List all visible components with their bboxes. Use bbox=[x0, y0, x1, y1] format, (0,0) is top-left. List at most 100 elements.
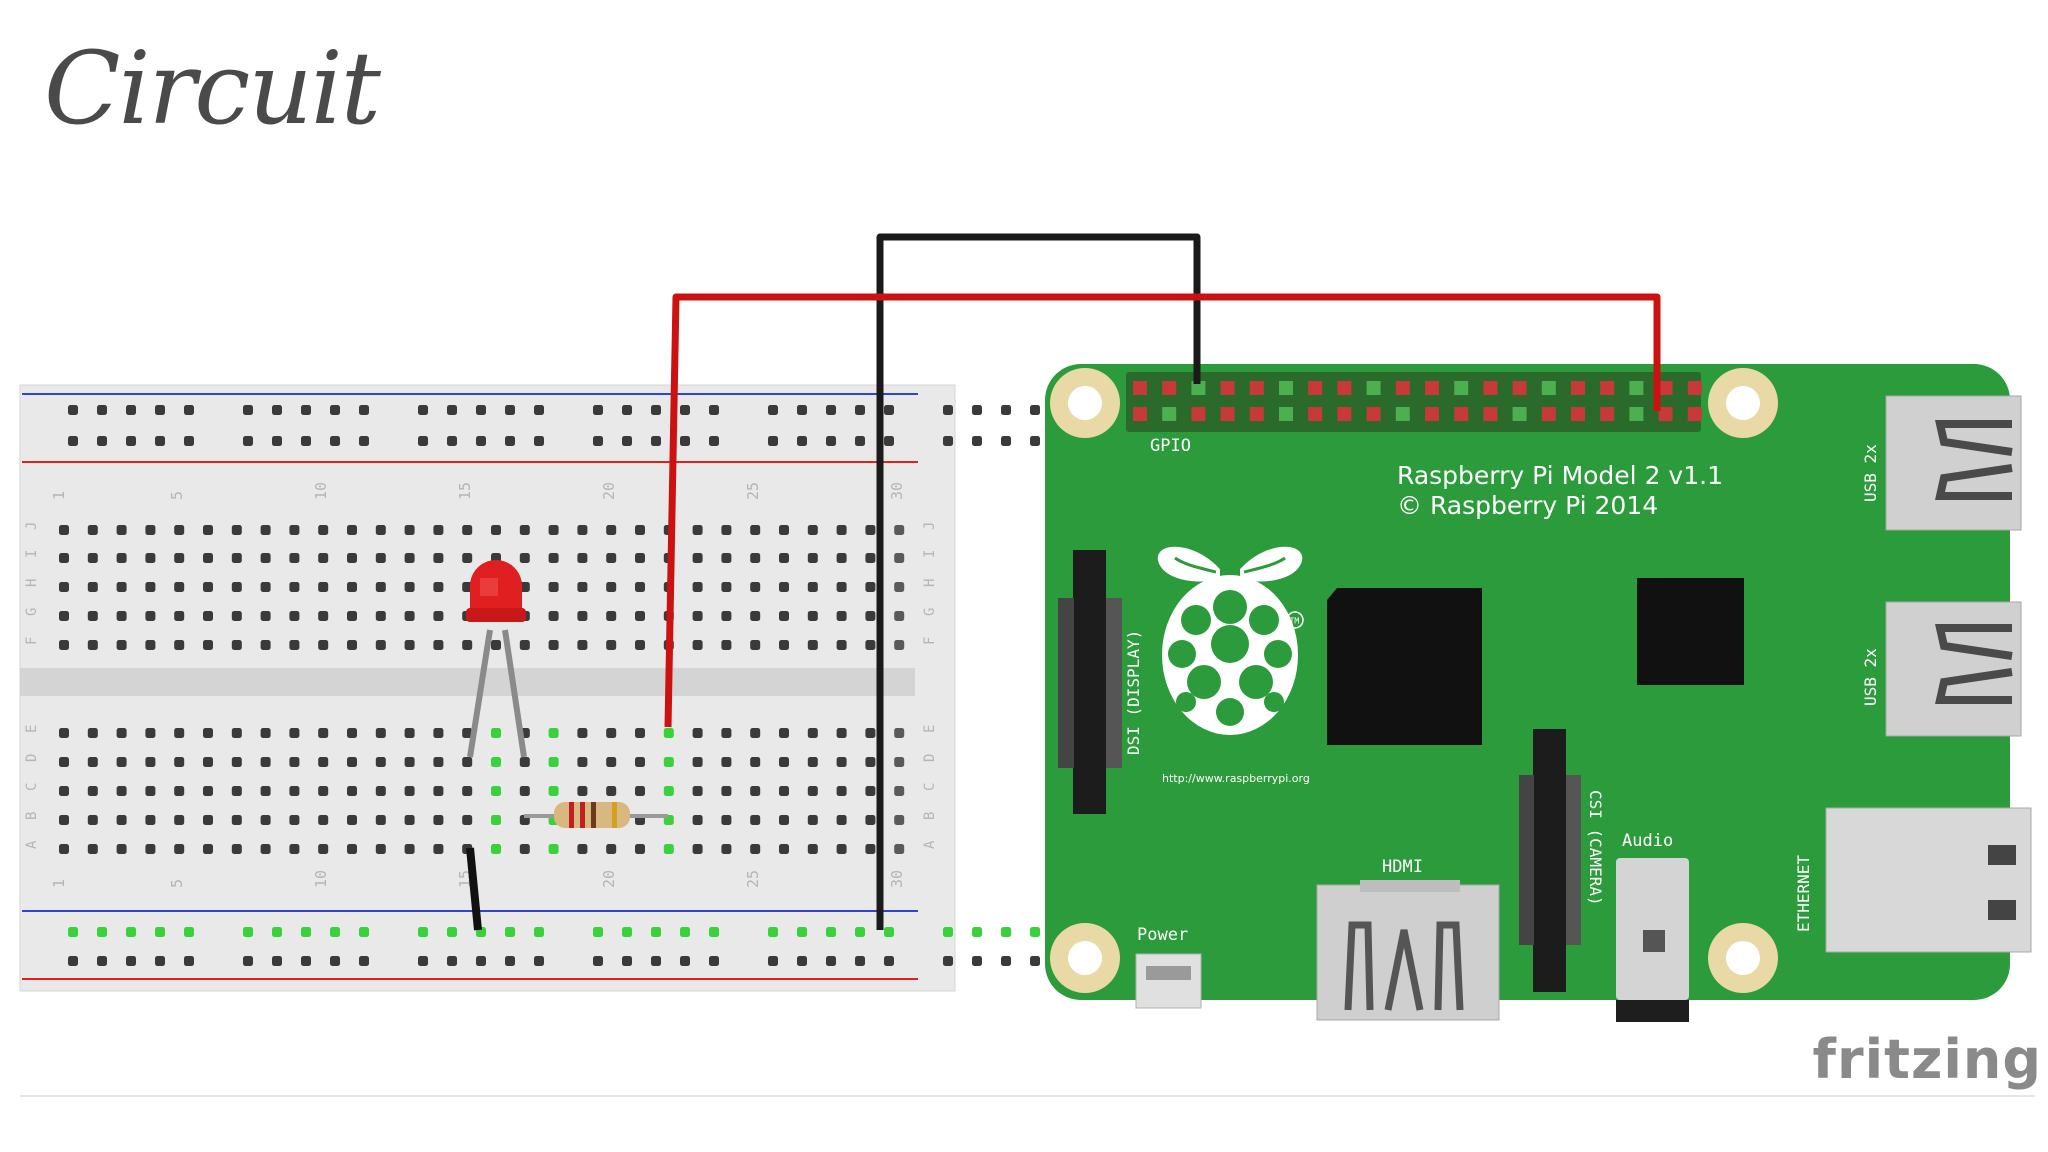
gpio-pin bbox=[1687, 381, 1702, 395]
usb-port-bottom bbox=[1885, 601, 2022, 737]
breadboard-hole bbox=[865, 728, 876, 738]
rail-hole bbox=[359, 956, 369, 966]
breadboard-hole bbox=[779, 844, 789, 854]
breadboard-hole bbox=[692, 525, 703, 535]
breadboard-hole bbox=[433, 815, 444, 825]
column-number-bottom-5: 5 bbox=[168, 879, 186, 888]
breadboard-hole bbox=[174, 553, 185, 563]
breadboard-hole bbox=[519, 786, 530, 796]
breadboard-hole bbox=[116, 582, 127, 592]
breadboard-hole bbox=[836, 757, 847, 767]
rail-hole bbox=[534, 436, 544, 446]
breadboard-hole bbox=[750, 582, 761, 592]
gpio-pin bbox=[1600, 407, 1615, 421]
breadboard-hole bbox=[836, 582, 847, 592]
breadboard-hole bbox=[836, 611, 847, 621]
rail-hole bbox=[447, 956, 457, 966]
breadboard-hole bbox=[289, 786, 300, 796]
power-label: Power bbox=[1137, 925, 1188, 945]
rail-hole bbox=[476, 405, 486, 415]
breadboard-hole bbox=[894, 728, 905, 738]
rail-hole bbox=[593, 436, 603, 446]
breadboard-hole bbox=[145, 582, 156, 592]
breadboard-hole bbox=[663, 786, 674, 796]
breadboard-hole bbox=[347, 553, 357, 563]
rail-hole bbox=[243, 956, 253, 966]
breadboard-hole bbox=[87, 815, 98, 825]
breadboard-hole bbox=[318, 640, 329, 650]
gpio-pin bbox=[1337, 381, 1352, 395]
breadboard-hole bbox=[116, 757, 127, 767]
row-letter-right-d: D bbox=[922, 754, 938, 762]
breadboard-hole bbox=[692, 611, 703, 621]
breadboard-hole bbox=[87, 728, 98, 738]
breadboard-hole bbox=[721, 582, 732, 592]
breadboard-hole bbox=[721, 844, 732, 854]
breadboard-hole bbox=[231, 553, 242, 563]
breadboard-hole bbox=[145, 786, 156, 796]
breadboard-hole bbox=[260, 786, 271, 796]
column-number-bottom-30: 30 bbox=[888, 870, 906, 888]
gpio-header bbox=[1126, 372, 1701, 432]
breadboard-hole bbox=[462, 786, 473, 796]
breadboard-hole bbox=[635, 728, 645, 738]
breadboard-hole bbox=[87, 786, 98, 796]
breadboard-hole bbox=[663, 728, 674, 738]
breadboard-hole bbox=[116, 525, 127, 535]
breadboard-hole bbox=[577, 553, 588, 563]
gpio-pin bbox=[1483, 407, 1498, 421]
rail-hole bbox=[476, 436, 486, 446]
breadboard-hole bbox=[519, 525, 530, 535]
rail-hole bbox=[68, 436, 78, 446]
rail-hole bbox=[943, 927, 953, 937]
breadboard-hole bbox=[318, 553, 329, 563]
breadboard-hole bbox=[807, 757, 818, 767]
gpio-pin bbox=[1162, 381, 1177, 395]
rail-hole bbox=[1030, 405, 1040, 415]
gpio-pin bbox=[1308, 381, 1323, 395]
rail-hole bbox=[1001, 436, 1011, 446]
breadboard-hole bbox=[433, 844, 444, 854]
breadboard-hole bbox=[318, 757, 329, 767]
rail-hole bbox=[826, 405, 836, 415]
rail-hole bbox=[301, 927, 311, 937]
breadboard-hole bbox=[750, 844, 761, 854]
trademark-icon bbox=[1286, 611, 1304, 629]
rail-hole bbox=[447, 436, 457, 446]
rail-hole bbox=[884, 436, 894, 446]
breadboard-hole bbox=[404, 844, 415, 854]
gpio-pin bbox=[1687, 407, 1702, 421]
breadboard-holes bbox=[59, 405, 1069, 966]
breadboard-hole bbox=[260, 844, 271, 854]
rail-hole bbox=[680, 956, 690, 966]
breadboard-hole bbox=[577, 844, 588, 854]
breadboard-hole bbox=[779, 525, 789, 535]
rail-hole bbox=[593, 956, 603, 966]
breadboard-hole bbox=[203, 815, 213, 825]
breadboard-hole bbox=[174, 844, 185, 854]
breadboard-hole bbox=[807, 786, 818, 796]
breadboard-hole bbox=[116, 844, 127, 854]
mounting-hole-top-left-center bbox=[1068, 386, 1102, 420]
rail-hole bbox=[534, 405, 544, 415]
breadboard-hole bbox=[721, 728, 732, 738]
breadboard-hole bbox=[635, 640, 645, 650]
rail-hole bbox=[97, 436, 107, 446]
breadboard-hole bbox=[548, 844, 559, 854]
breadboard-hole bbox=[894, 582, 905, 592]
rail-hole bbox=[155, 405, 165, 415]
breadboard-hole bbox=[260, 553, 271, 563]
breadboard-hole bbox=[231, 582, 242, 592]
gpio-pin bbox=[1366, 381, 1381, 395]
breadboard-hole bbox=[721, 553, 732, 563]
breadboard-hole bbox=[807, 728, 818, 738]
csi-connector-pins bbox=[1519, 775, 1534, 945]
rail-hole bbox=[855, 405, 865, 415]
rail-hole bbox=[622, 405, 632, 415]
breadboard-hole bbox=[404, 525, 415, 535]
breadboard-hole bbox=[462, 757, 473, 767]
breadboard-hole bbox=[404, 728, 415, 738]
breadboard-hole bbox=[347, 786, 357, 796]
breadboard-hole bbox=[548, 582, 559, 592]
breadboard-hole bbox=[865, 611, 876, 621]
